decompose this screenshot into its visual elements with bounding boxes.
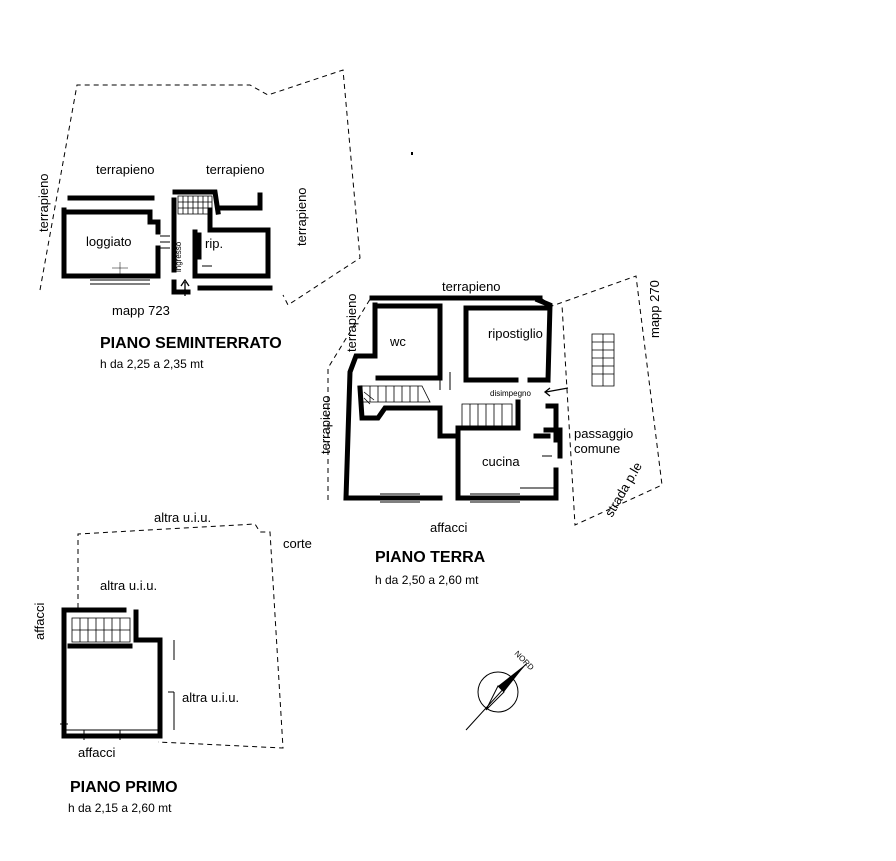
passaggio-label: passaggio: [574, 426, 633, 441]
compass-label: NORD: [513, 649, 536, 672]
boundary-primo: [77, 523, 284, 749]
seminterrato-terrapieno-top-right: terrapieno: [206, 162, 265, 177]
terra-affacci: affacci: [430, 520, 467, 535]
primo-altra-right: altra u.i.u.: [182, 690, 239, 705]
seminterrato-terrapieno-left: terrapieno: [36, 173, 51, 232]
terra-mapp: mapp 270: [647, 280, 662, 338]
room-loggiato: loggiato: [86, 234, 132, 249]
seminterrato-title: PIANO SEMINTERRATO: [100, 335, 282, 352]
seminterrato-terrapieno-top-left: terrapieno: [96, 162, 155, 177]
room-cucina: cucina: [482, 454, 520, 469]
primo-affacci-left: affacci: [32, 603, 47, 640]
wall-primo-outer: [61, 607, 163, 739]
boundary-seminterrato: [39, 69, 361, 306]
primo-affacci-bottom: affacci: [78, 745, 115, 760]
wall-wc: [375, 303, 443, 381]
terra-title: PIANO TERRA: [375, 549, 486, 566]
stair-terra-right: [591, 333, 615, 387]
terra-terrapieno-left-lower: terrapieno: [318, 395, 333, 454]
primo-altra-mid: altra u.i.u.: [100, 578, 157, 593]
seminterrato-height: h da 2,25 a 2,35 mt: [100, 357, 204, 371]
plan-primo: [60, 523, 284, 749]
plan-seminterrato: [39, 69, 361, 306]
terra-terrapieno-top: terrapieno: [442, 279, 501, 294]
comune-label: comune: [574, 441, 620, 456]
room-wc: wc: [389, 334, 406, 349]
stair-terra-left: [361, 385, 431, 405]
terra-terrapieno-left-upper: terrapieno: [344, 293, 359, 352]
plan-terra: [327, 275, 663, 526]
wall-rip: [192, 207, 271, 279]
seminterrato-terrapieno-right: terrapieno: [294, 187, 309, 246]
strada-label: strada p.le: [602, 459, 645, 519]
disimpegno-label: disimpegno: [490, 389, 531, 398]
primo-title: PIANO PRIMO: [70, 779, 178, 796]
stair-primo: [71, 617, 131, 643]
ingresso-label: ingresso: [174, 241, 183, 272]
room-ripostiglio: ripostiglio: [488, 326, 543, 341]
wall-loggiato: [61, 207, 161, 279]
wall-ripostiglio: [463, 305, 551, 383]
primo-height: h da 2,15 a 2,60 mt: [68, 801, 172, 815]
stair-terra-center: [461, 403, 513, 427]
primo-corte: corte: [283, 536, 312, 551]
stair-seminterrato: [177, 195, 213, 215]
wall-terra-outer: [343, 296, 559, 501]
stray-dot: [411, 152, 413, 155]
primo-altra-top: altra u.i.u.: [154, 510, 211, 525]
seminterrato-mapp: mapp 723: [112, 303, 170, 318]
terra-height: h da 2,50 a 2,60 mt: [375, 573, 479, 587]
room-rip: rip.: [205, 236, 223, 251]
compass-icon: NORD: [465, 649, 536, 731]
